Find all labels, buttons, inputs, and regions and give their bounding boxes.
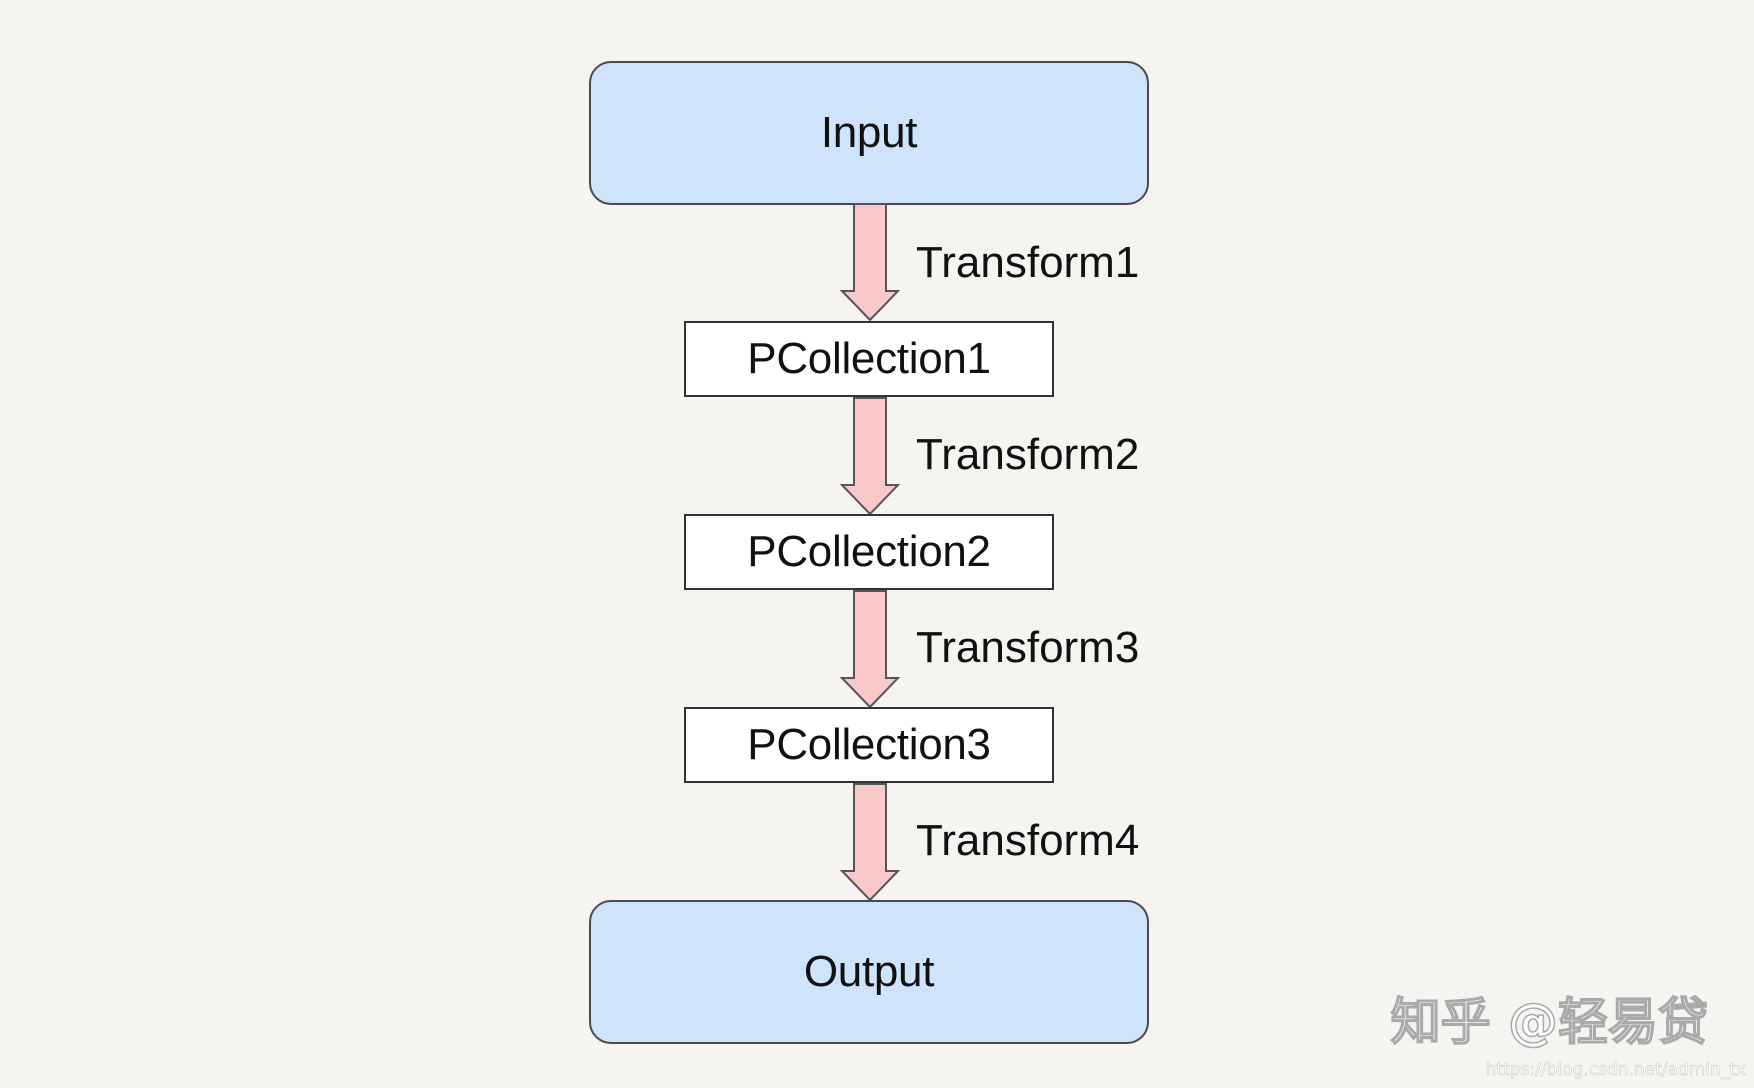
transform1-arrow — [839, 203, 901, 321]
pcollection1-label: PCollection1 — [747, 334, 991, 383]
pcollection1-node: PCollection1 — [684, 321, 1054, 397]
arrow-down-icon — [839, 783, 901, 901]
transform4-label: Transform4 — [916, 816, 1140, 865]
watermark-text: 知乎 @轻易贷 — [1390, 992, 1709, 1052]
pcollection2-node: PCollection2 — [684, 514, 1054, 590]
output-node: Output — [589, 900, 1149, 1044]
transform4-arrow — [839, 783, 901, 901]
output-label: Output — [803, 947, 935, 996]
arrow-down-icon — [839, 590, 901, 708]
pcollection3-node: PCollection3 — [684, 707, 1054, 783]
transform1-label: Transform1 — [916, 238, 1140, 287]
pcollection2-label: PCollection2 — [747, 527, 991, 576]
input-label: Input — [820, 108, 918, 157]
transform3-label: Transform3 — [916, 623, 1140, 672]
pcollection3-label: PCollection3 — [747, 720, 991, 769]
input-node: Input — [589, 61, 1149, 205]
transform3-arrow — [839, 590, 901, 708]
transform2-arrow — [839, 397, 901, 515]
transform2-label: Transform2 — [916, 430, 1140, 479]
arrow-down-icon — [839, 397, 901, 515]
watermark-url: https://blog.csdn.net/admin_tx — [1485, 1060, 1746, 1080]
arrow-down-icon — [839, 203, 901, 321]
